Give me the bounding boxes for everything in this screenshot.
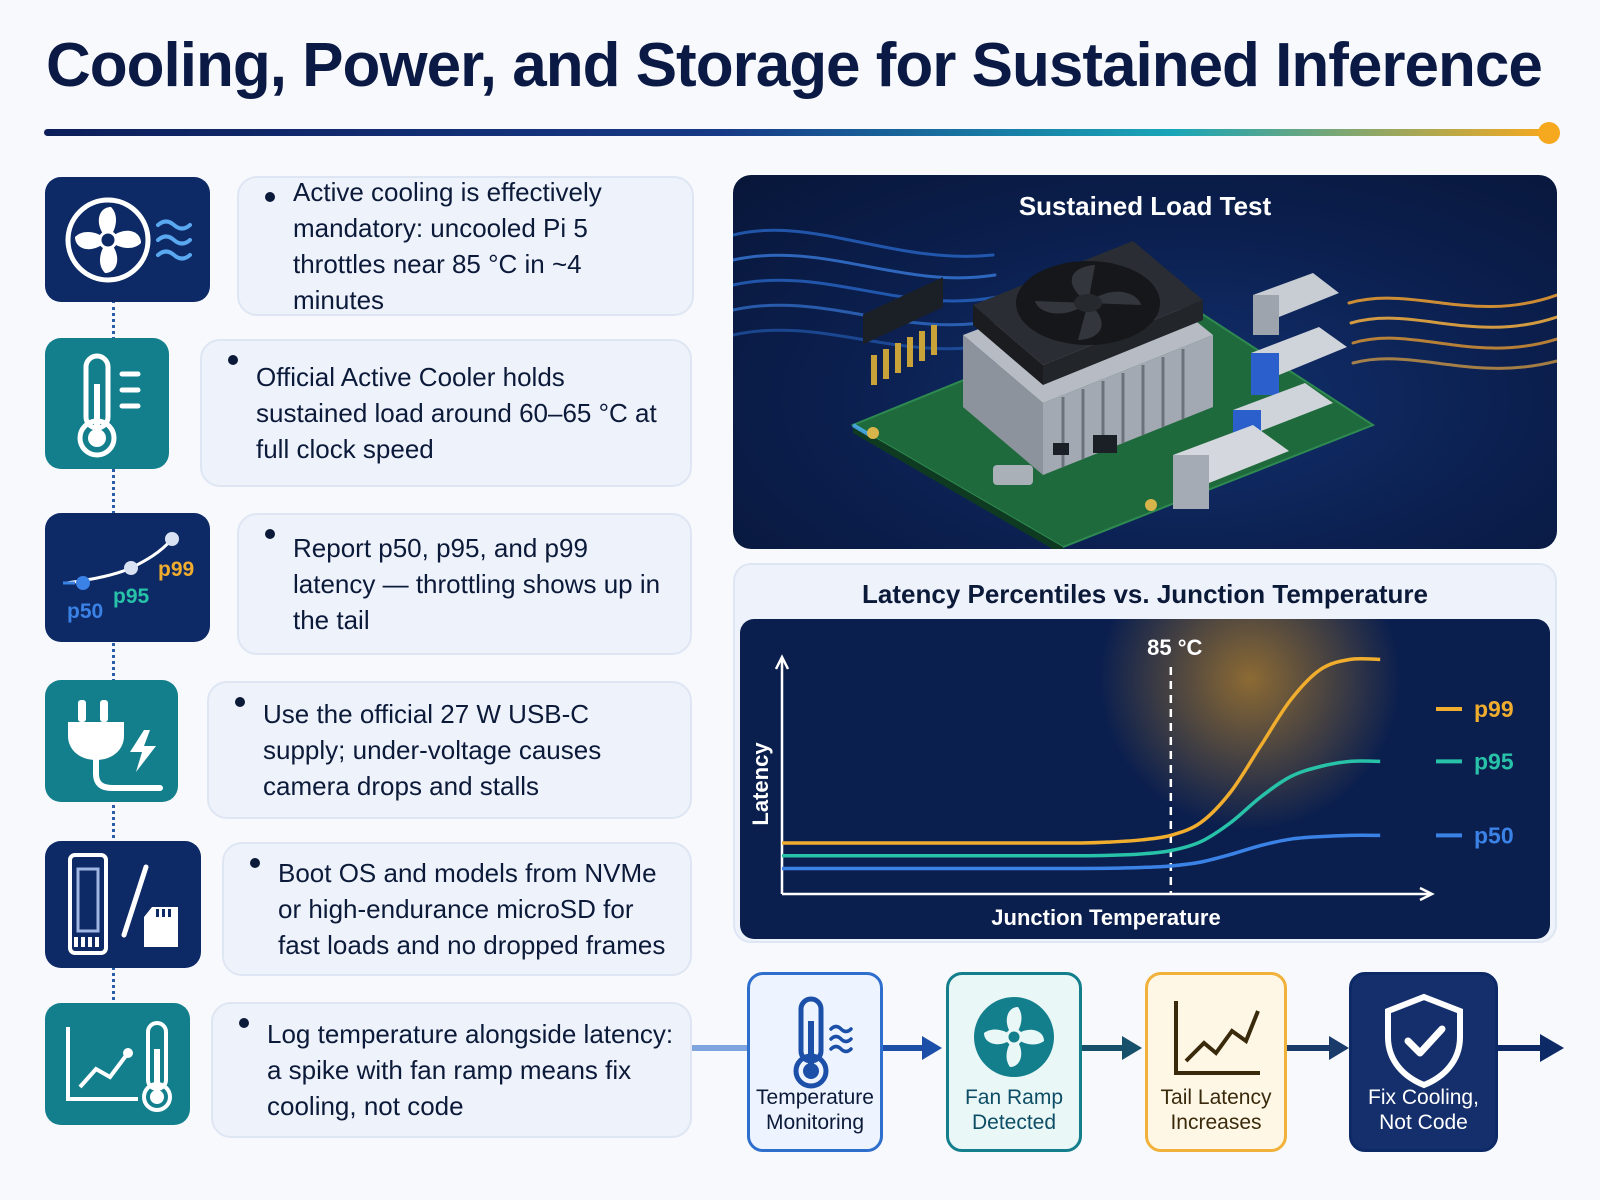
bullet-dot bbox=[250, 858, 260, 868]
shield-check-icon bbox=[1384, 993, 1463, 1089]
latency-percentile-icon: p50 p95 p99 bbox=[45, 513, 210, 642]
flow-step-label: Fix Cooling, Not Code bbox=[1368, 1086, 1479, 1134]
flow-arrow-head bbox=[922, 1036, 942, 1060]
power-plug-icon bbox=[45, 680, 178, 802]
flow-step-fan-ramp: Fan Ramp Detected bbox=[946, 972, 1082, 1152]
text-card-percentiles: Report p50, p95, and p99 latency — throt… bbox=[237, 513, 692, 655]
flow-step-fix-cooling: Fix Cooling, Not Code bbox=[1349, 972, 1498, 1152]
y-axis-arrow bbox=[774, 654, 790, 670]
title-underline-dot bbox=[1538, 122, 1560, 144]
hardware-panel-title: Sustained Load Test bbox=[1018, 191, 1272, 221]
flow-step-label: Fan Ramp Detected bbox=[964, 1086, 1064, 1134]
text-card-active-cooling: Active cooling is effectively mandatory:… bbox=[237, 176, 694, 316]
threshold-label: 85 °C bbox=[1147, 635, 1202, 660]
legend-label-p99: p99 bbox=[1474, 696, 1514, 722]
row-text: Active cooling is effectively mandatory:… bbox=[293, 177, 602, 315]
flow-step-temperature-monitoring: Temperature Monitoring bbox=[747, 972, 883, 1152]
latency-temperature-chart: 85 °C p99 p95 p50 Junction Temperature Lat… bbox=[748, 619, 1514, 930]
row-connector-dotted-line bbox=[112, 300, 115, 1000]
flow-arrow-head bbox=[1540, 1034, 1564, 1062]
bullet-dot bbox=[265, 529, 275, 539]
text-card-power-supply: Use the official 27 W USB-C supply; unde… bbox=[207, 681, 692, 819]
series-line-p95 bbox=[782, 759, 1381, 858]
text-card-logging: Log temperature alongside latency: a spi… bbox=[211, 1002, 692, 1138]
row-text: Log temperature alongside latency: a spi… bbox=[267, 1019, 674, 1121]
row-text: Official Active Cooler holds sustained l… bbox=[256, 362, 657, 464]
series-line-p50 bbox=[782, 833, 1381, 871]
bullet-dot bbox=[235, 697, 245, 707]
flow-step-label: Tail Latency Increases bbox=[1160, 1086, 1272, 1134]
bullet-dot bbox=[228, 355, 238, 365]
flow-step-label: Temperature Monitoring bbox=[756, 1086, 874, 1134]
fan-icon bbox=[974, 997, 1054, 1077]
row-text: Report p50, p95, and p99 latency — throt… bbox=[293, 533, 661, 635]
legend-label-p50: p50 bbox=[1474, 822, 1514, 848]
flow-step-tail-latency: Tail Latency Increases bbox=[1145, 972, 1287, 1152]
flow-arrow-head bbox=[1329, 1036, 1349, 1060]
chart-panel: Latency Percentiles vs. Junction Tempera… bbox=[733, 563, 1557, 943]
hardware-panel: Sustained Load Test bbox=[733, 175, 1557, 549]
raspberry-pi-illustration bbox=[733, 228, 1557, 549]
p95-label: p95 bbox=[113, 585, 150, 608]
legend-label-p95: p95 bbox=[1474, 748, 1514, 774]
chart-title: Latency Percentiles vs. Junction Tempera… bbox=[862, 579, 1428, 609]
thermometer-icon bbox=[793, 996, 853, 1089]
series-line-p99 bbox=[782, 656, 1381, 845]
nvme-microsd-icon bbox=[45, 841, 201, 968]
flow-arrow-head bbox=[1122, 1036, 1142, 1060]
text-card-storage: Boot OS and models from NVMe or high-end… bbox=[222, 842, 692, 976]
page-title: Cooling, Power, and Storage for Sustaine… bbox=[46, 31, 1543, 100]
thermometer-icon bbox=[45, 338, 169, 469]
rising-line-chart-icon bbox=[1174, 1001, 1260, 1075]
p99-label: p99 bbox=[158, 558, 194, 581]
row-text: Use the official 27 W USB-C supply; unde… bbox=[263, 699, 602, 801]
row-text: Boot OS and models from NVMe or high-end… bbox=[278, 858, 666, 960]
p50-label: p50 bbox=[67, 600, 103, 623]
x-axis-label: Junction Temperature bbox=[991, 905, 1220, 930]
fan-icon bbox=[45, 177, 210, 302]
chart-area: 85 °C p99 p95 p50 Junction Temperature Lat… bbox=[740, 619, 1550, 939]
y-axis-label: Latency bbox=[748, 742, 773, 826]
x-axis-arrow bbox=[1419, 886, 1435, 902]
bullet-dot bbox=[265, 192, 275, 202]
bullet-dot bbox=[239, 1018, 249, 1028]
chart-thermometer-icon bbox=[45, 1003, 190, 1125]
text-card-official-cooler: Official Active Cooler holds sustained l… bbox=[200, 339, 692, 487]
title-underline bbox=[44, 129, 1550, 136]
heat-glow bbox=[1100, 619, 1400, 829]
